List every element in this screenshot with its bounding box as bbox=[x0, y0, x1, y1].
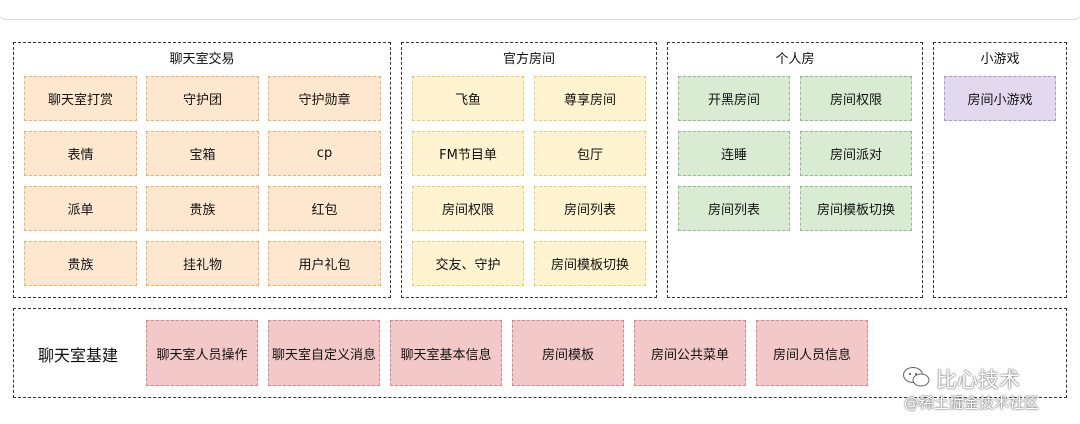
watermark-brand: 比心技术 bbox=[936, 368, 1020, 392]
box-nobility: 贵族 bbox=[146, 186, 259, 231]
base-label: 聊天室基建 bbox=[38, 346, 119, 365]
box-dispatch-order: 派单 bbox=[24, 186, 137, 231]
box-guard-team: 守护团 bbox=[146, 76, 259, 121]
box-room-mini-game: 房间小游戏 bbox=[944, 76, 1056, 121]
box-treasure-chest: 宝箱 bbox=[146, 131, 259, 176]
box-cp: cp bbox=[268, 131, 381, 176]
box-basic-info: 聊天室基本信息 bbox=[390, 320, 502, 386]
group-personal-room: 个人房 bbox=[667, 42, 923, 298]
box-flying-fish: 飞鱼 bbox=[412, 76, 524, 121]
box-friends-guard: 交友、守护 bbox=[412, 241, 524, 286]
box-member-info: 房间人员信息 bbox=[756, 320, 868, 386]
box-member-operation: 聊天室人员操作 bbox=[146, 320, 258, 386]
box-gaming-room: 开黑房间 bbox=[678, 76, 790, 121]
box-nobility-2: 贵族 bbox=[24, 241, 137, 286]
group-chatroom-infrastructure bbox=[13, 308, 1067, 398]
box-room-list: 房间列表 bbox=[678, 186, 790, 231]
box-vip-room: 尊享房间 bbox=[534, 76, 646, 121]
box-custom-message: 聊天室自定义消息 bbox=[268, 320, 380, 386]
outer-frame bbox=[0, 0, 1080, 20]
group-title: 小游戏 bbox=[980, 52, 1020, 67]
box-emoji: 表情 bbox=[24, 131, 137, 176]
box-public-menu: 房间公共菜单 bbox=[634, 320, 746, 386]
box-room-party: 房间派对 bbox=[800, 131, 912, 176]
box-room-template: 房间模板 bbox=[512, 320, 624, 386]
box-private-hall: 包厅 bbox=[534, 131, 646, 176]
group-mini-game: 小游戏 bbox=[933, 42, 1067, 298]
box-sleep-together: 连睡 bbox=[678, 131, 790, 176]
box-guard-medal: 守护勋章 bbox=[268, 76, 381, 121]
group-chatroom-trade: 聊天室交易 bbox=[13, 42, 391, 298]
box-red-packet: 红包 bbox=[268, 186, 381, 231]
box-chatroom-reward: 聊天室打赏 bbox=[24, 76, 137, 121]
wechat-icon bbox=[903, 367, 930, 387]
box-room-template-switch: 房间模板切换 bbox=[800, 186, 912, 231]
box-room-permission: 房间权限 bbox=[800, 76, 912, 121]
watermark-community: @稀土掘金技术社区 bbox=[904, 394, 1040, 412]
group-official-room: 官方房间 bbox=[401, 42, 657, 298]
group-title: 个人房 bbox=[775, 52, 815, 67]
box-hang-gift: 挂礼物 bbox=[146, 241, 259, 286]
box-room-list: 房间列表 bbox=[534, 186, 646, 231]
box-fm-program: FM节目单 bbox=[412, 131, 524, 176]
group-title: 官方房间 bbox=[502, 52, 555, 67]
group-title: 聊天室交易 bbox=[169, 52, 235, 67]
box-room-permission: 房间权限 bbox=[412, 186, 524, 231]
box-room-template-switch: 房间模板切换 bbox=[534, 241, 646, 286]
box-user-gift-pack: 用户礼包 bbox=[268, 241, 381, 286]
